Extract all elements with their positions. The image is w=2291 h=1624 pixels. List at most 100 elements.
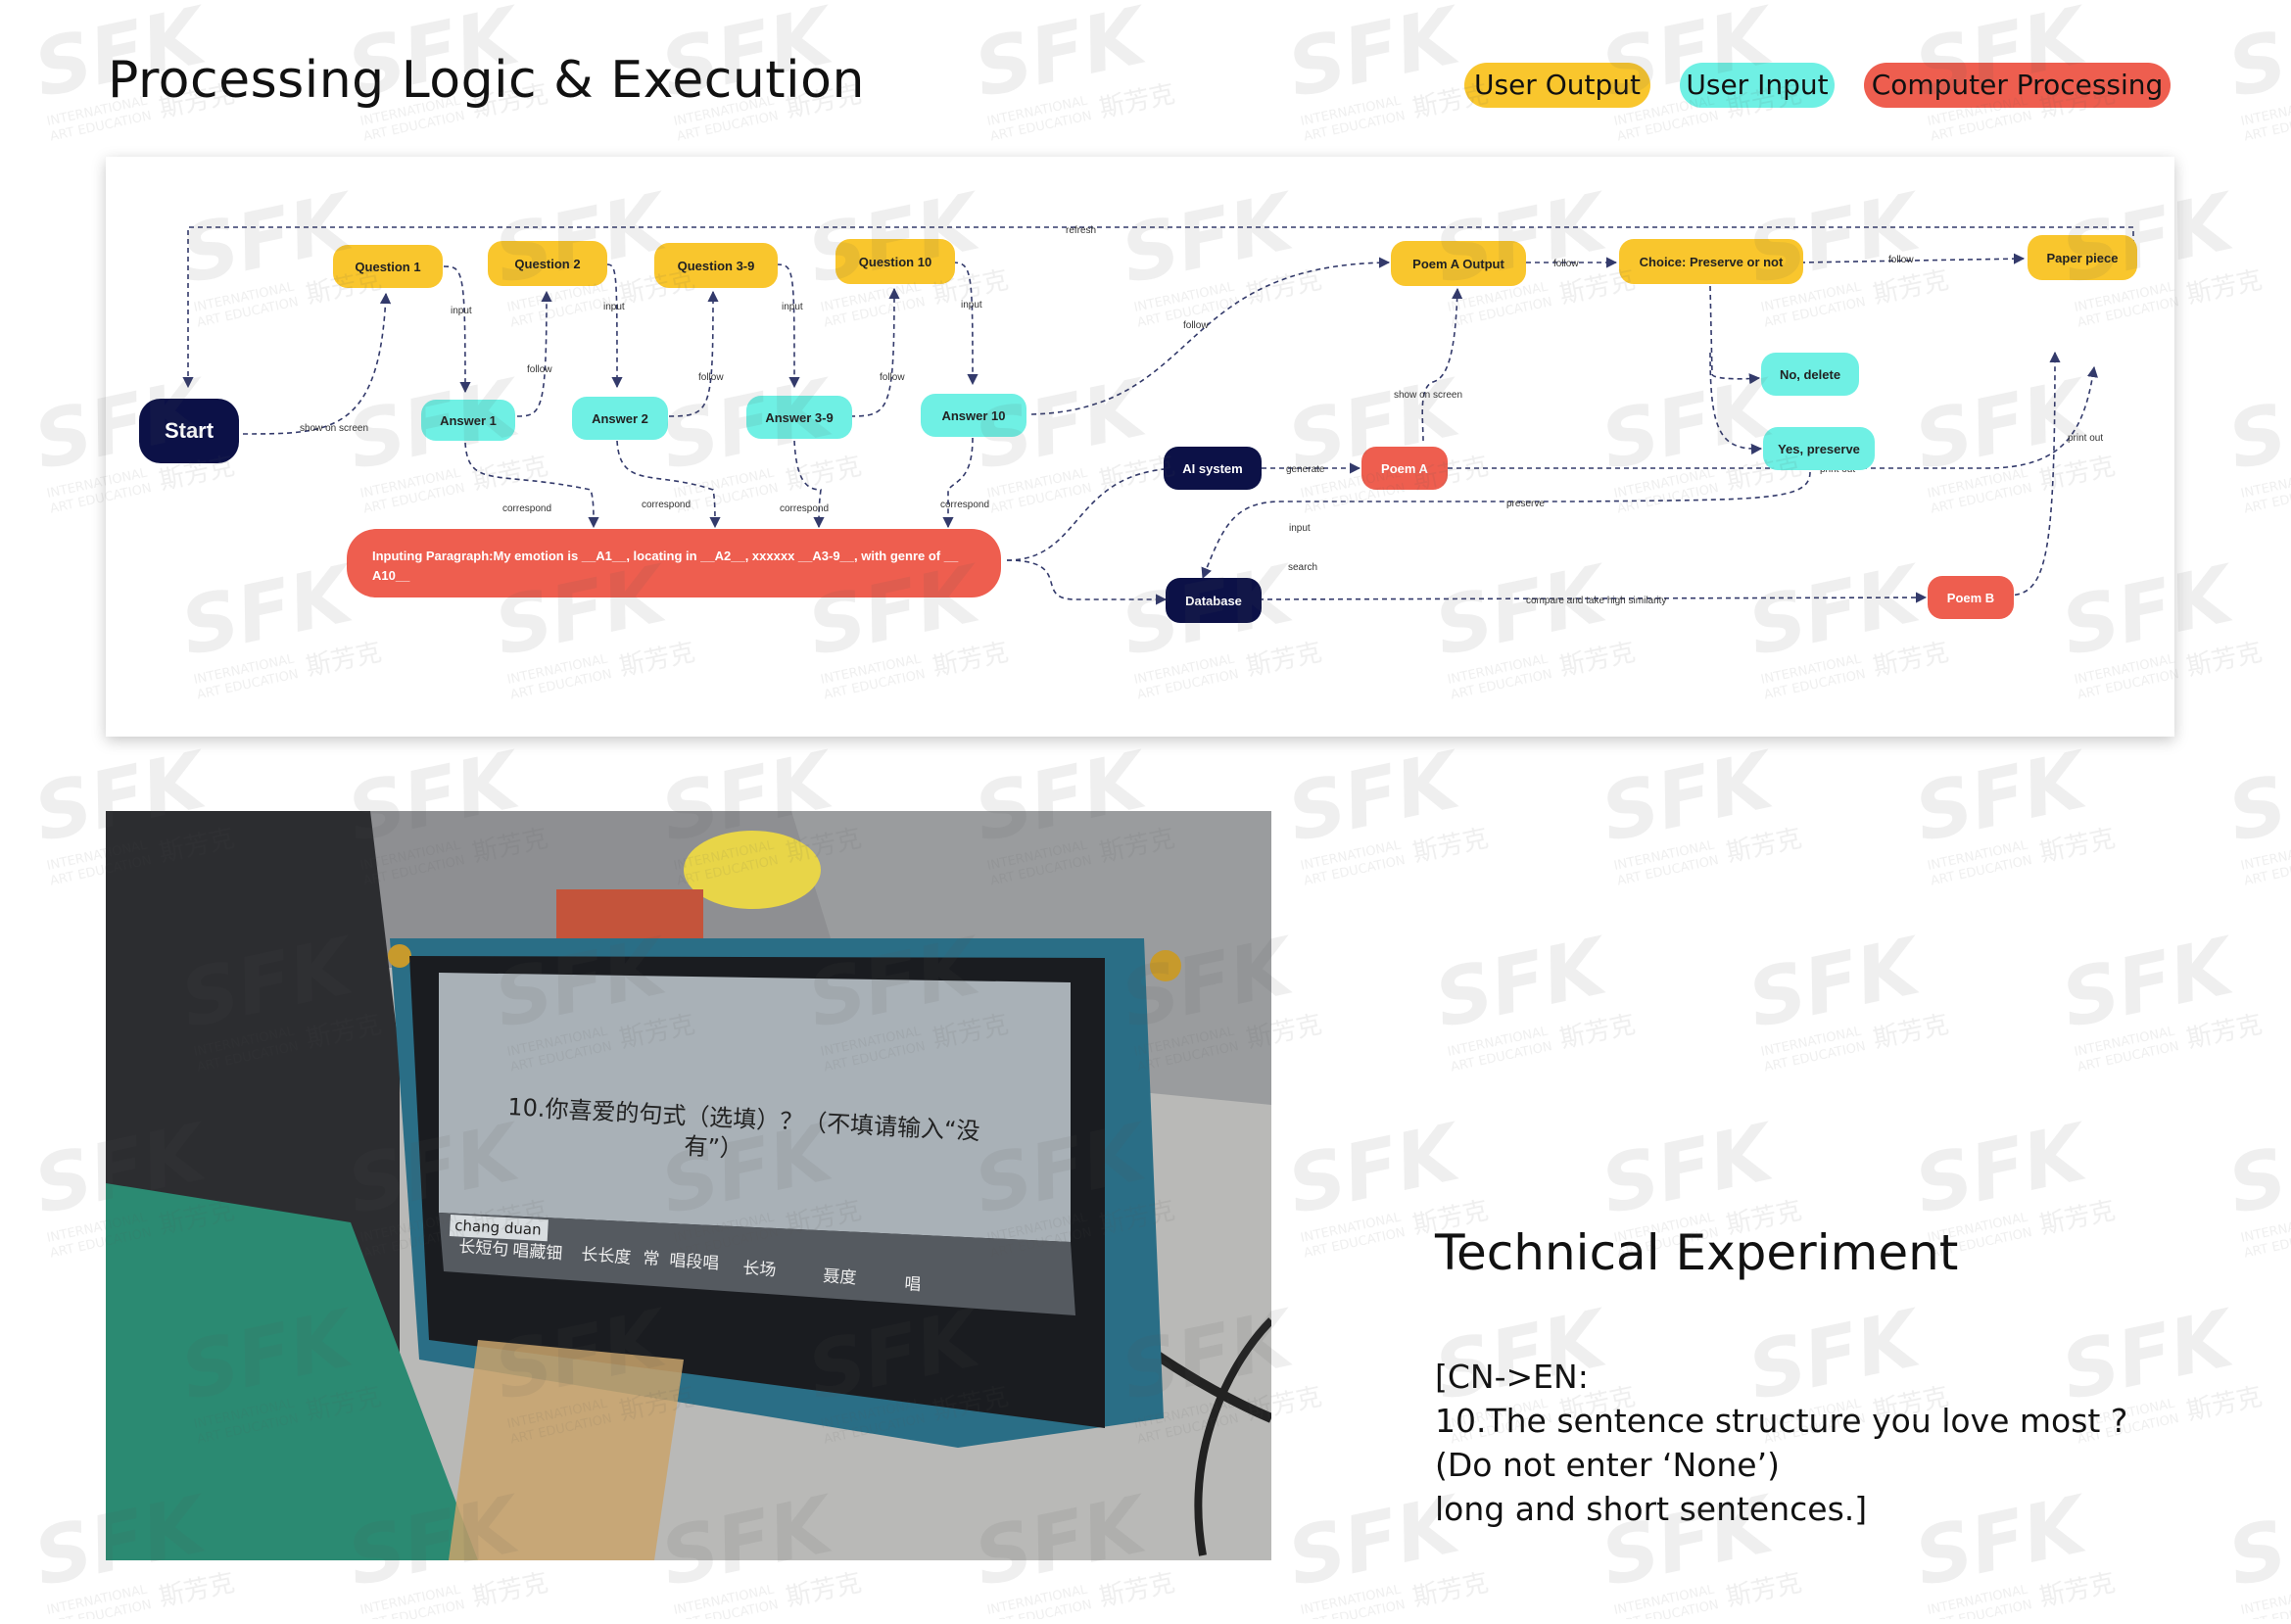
- svg-text:INTERNATIONAL: INTERNATIONAL: [1759, 1024, 1863, 1059]
- tech-line-3: (Do not enter ‘None’): [1435, 1446, 1780, 1484]
- svg-text:斯芳克: 斯芳克: [1097, 79, 1178, 124]
- svg-text:Question 1: Question 1: [355, 260, 420, 274]
- svg-text:INTERNATIONAL: INTERNATIONAL: [358, 1582, 462, 1617]
- svg-text:AI system: AI system: [1182, 461, 1242, 476]
- node-choice: [1619, 239, 1803, 284]
- tech-line-1: [CN->EN:: [1435, 1358, 1589, 1396]
- edge-label-follow-3: follow: [880, 372, 905, 383]
- edge-label-input-2: input: [603, 302, 625, 312]
- svg-text:Inputing Paragraph:My emotion: Inputing Paragraph:My emotion is __A1__,…: [372, 549, 959, 563]
- screen-candidate-4: 常: [643, 1249, 660, 1269]
- edge-label-follow-4: follow: [1183, 320, 1209, 331]
- svg-text:Paper piece: Paper piece: [2047, 251, 2119, 265]
- svg-text:ART EDUCATION: ART EDUCATION: [989, 1598, 1093, 1619]
- svg-text:SFK: SFK: [1594, 734, 1785, 859]
- svg-text:ART EDUCATION: ART EDUCATION: [2243, 481, 2291, 517]
- svg-text:ART EDUCATION: ART EDUCATION: [2243, 853, 2291, 889]
- svg-text:SFK: SFK: [1280, 0, 1471, 115]
- svg-text:SFK: SFK: [2220, 1478, 2291, 1603]
- svg-text:斯芳克: 斯芳克: [2184, 1382, 2266, 1427]
- svg-text:ART EDUCATION: ART EDUCATION: [1930, 853, 2033, 889]
- svg-text:Question 2: Question 2: [514, 257, 580, 271]
- edge-label-show-on-screen: show on screen: [300, 423, 368, 434]
- legend-computer-processing: Computer Processing: [1864, 63, 2171, 108]
- edge-label-follow-2: follow: [698, 372, 724, 383]
- edge-label-search: search: [1288, 562, 1317, 573]
- svg-text:Choice: Preserve or not: Choice: Preserve or not: [1640, 255, 1784, 269]
- node-question-1: [333, 245, 443, 288]
- edge-label-input-1: input: [451, 306, 472, 316]
- screen-candidate-3: 长长度: [581, 1245, 632, 1268]
- node-answer-3-9: [746, 396, 852, 439]
- svg-text:INTERNATIONAL: INTERNATIONAL: [2239, 837, 2291, 873]
- svg-text:SFK: SFK: [1280, 734, 1471, 859]
- svg-text:INTERNATIONAL: INTERNATIONAL: [2239, 465, 2291, 501]
- edge-label-follow-1: follow: [527, 364, 552, 375]
- svg-text:ART EDUCATION: ART EDUCATION: [1450, 1039, 1553, 1075]
- svg-text:ART EDUCATION: ART EDUCATION: [1303, 109, 1407, 145]
- tape-label: [449, 1340, 684, 1560]
- node-start: [139, 399, 239, 463]
- display-keyboard: [439, 1213, 1075, 1315]
- svg-text:SFK: SFK: [1280, 1106, 1471, 1231]
- svg-text:ART EDUCATION: ART EDUCATION: [676, 1598, 780, 1619]
- svg-text:斯芳克: 斯芳克: [157, 1568, 238, 1613]
- svg-text:ART EDUCATION: ART EDUCATION: [1763, 1039, 1867, 1075]
- edge-label-compare: compare and take high similarity: [1526, 596, 1666, 606]
- svg-text:斯芳克: 斯芳克: [1871, 1010, 1952, 1055]
- svg-text:INTERNATIONAL: INTERNATIONAL: [1612, 837, 1716, 873]
- display-screen: [439, 973, 1071, 1242]
- svg-text:ART EDUCATION: ART EDUCATION: [2076, 1039, 2180, 1075]
- svg-text:斯芳克: 斯芳克: [1410, 1568, 1492, 1613]
- svg-text:Poem B: Poem B: [1947, 591, 1994, 605]
- svg-text:斯芳克: 斯芳克: [1097, 1568, 1178, 1613]
- svg-text:INTERNATIONAL: INTERNATIONAL: [1446, 1024, 1550, 1059]
- edge-label-refresh: refresh: [1066, 225, 1096, 236]
- node-question-10: [835, 239, 955, 284]
- svg-text:斯芳克: 斯芳克: [2037, 824, 2119, 869]
- node-answer-10: [921, 394, 1026, 437]
- svg-text:INTERNATIONAL: INTERNATIONAL: [1299, 1210, 1403, 1245]
- screen-candidate-1: 长短句: [458, 1237, 509, 1261]
- svg-text:斯芳克: 斯芳克: [1724, 824, 1805, 869]
- svg-text:斯芳克: 斯芳克: [2037, 1568, 2119, 1613]
- svg-text:SFK: SFK: [2220, 361, 2291, 487]
- screen-candidate-6: 长场: [742, 1259, 777, 1280]
- svg-text:INTERNATIONAL: INTERNATIONAL: [1299, 93, 1403, 128]
- svg-text:INTERNATIONAL: INTERNATIONAL: [1299, 837, 1403, 873]
- edge-label-correspond-2: correspond: [642, 500, 691, 510]
- node-question-2: [488, 241, 607, 286]
- svg-text:ART EDUCATION: ART EDUCATION: [362, 109, 466, 145]
- node-answer-1: [421, 400, 515, 441]
- tech-line-4: long and short sentences.]: [1435, 1490, 1868, 1528]
- edge-label-input-5: input: [1289, 523, 1311, 534]
- technical-experiment-description: [CN->EN: 10.The sentence structure you l…: [1435, 1355, 2127, 1531]
- edge-label-follow-5: follow: [1553, 259, 1579, 269]
- flow-diagram: refresh show on screen input input input…: [106, 157, 2174, 737]
- node-poem-a: [1361, 447, 1448, 490]
- svg-text:斯芳克: 斯芳克: [784, 1568, 865, 1613]
- node-start-label: Start: [165, 418, 215, 443]
- edge-label-generate: generate: [1286, 464, 1325, 475]
- screen-question-line2: 有”）: [684, 1132, 744, 1163]
- svg-text:INTERNATIONAL: INTERNATIONAL: [1299, 1582, 1403, 1617]
- svg-text:Answer 3-9: Answer 3-9: [765, 410, 833, 425]
- screen-candidate-2: 唱藏钿: [512, 1241, 563, 1265]
- svg-text:Database: Database: [1185, 594, 1242, 608]
- svg-text:Question 10: Question 10: [859, 255, 931, 269]
- svg-text:斯芳克: 斯芳克: [2184, 1010, 2266, 1055]
- svg-text:SFK: SFK: [2220, 1106, 2291, 1231]
- svg-text:INTERNATIONAL: INTERNATIONAL: [985, 1582, 1089, 1617]
- edge-label-correspond-1: correspond: [502, 503, 551, 514]
- edge-label-correspond-4: correspond: [940, 500, 989, 510]
- svg-text:A10__: A10__: [372, 568, 410, 583]
- node-poem-a-output: [1391, 241, 1526, 286]
